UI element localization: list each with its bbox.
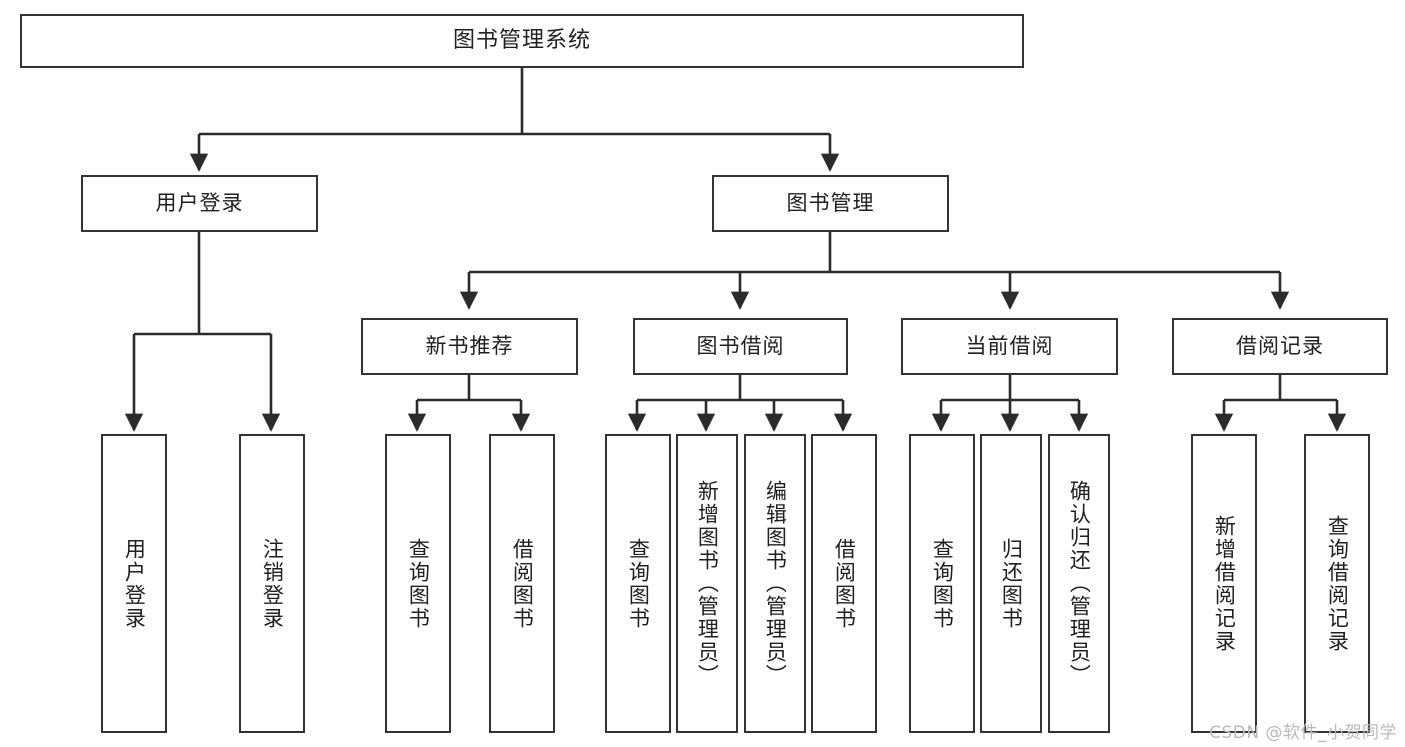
node-label: 查询图书 xyxy=(626,537,651,630)
node-book-management[interactable]: 图书管理 xyxy=(712,175,949,232)
node-label: 新书推荐 xyxy=(425,333,514,358)
node-label: 新增图书（管理员） xyxy=(695,480,720,687)
node-label: 用户登录 xyxy=(122,537,147,630)
node-book-borrow[interactable]: 图书借阅 xyxy=(633,318,848,375)
leaf-borrow-query-book[interactable]: 查询图书 xyxy=(605,434,671,733)
node-label: 当前借阅 xyxy=(965,333,1054,358)
node-label: 查询图书 xyxy=(930,537,955,630)
node-label: 注销登录 xyxy=(260,537,285,630)
node-root-book-management-system[interactable]: 图书管理系统 xyxy=(20,14,1024,68)
node-label: 编辑图书（管理员） xyxy=(763,480,788,687)
node-label: 查询借阅记录 xyxy=(1325,514,1350,653)
leaf-logout[interactable]: 注销登录 xyxy=(239,434,305,733)
leaf-record-query-borrow-record[interactable]: 查询借阅记录 xyxy=(1304,434,1370,733)
node-current-borrow[interactable]: 当前借阅 xyxy=(901,318,1118,375)
leaf-borrow-borrow-book[interactable]: 借阅图书 xyxy=(811,434,877,733)
node-label: 新增借阅记录 xyxy=(1212,514,1237,653)
node-label: 确认归还（管理员） xyxy=(1067,480,1092,687)
node-label: 归还图书 xyxy=(999,537,1024,630)
node-label: 查询图书 xyxy=(406,537,431,630)
node-label: 图书管理系统 xyxy=(452,27,591,53)
leaf-current-return-book[interactable]: 归还图书 xyxy=(980,434,1042,733)
node-label: 借阅图书 xyxy=(832,537,857,630)
leaf-record-add-borrow-record[interactable]: 新增借阅记录 xyxy=(1191,434,1257,733)
node-label: 图书借阅 xyxy=(696,333,785,358)
node-label: 图书管理 xyxy=(786,190,875,215)
node-new-book-recommend[interactable]: 新书推荐 xyxy=(361,318,578,375)
leaf-current-confirm-return-admin[interactable]: 确认归还（管理员） xyxy=(1048,434,1110,733)
node-label: 借阅图书 xyxy=(510,537,535,630)
node-label: 借阅记录 xyxy=(1236,333,1324,358)
leaf-recommend-query-book[interactable]: 查询图书 xyxy=(385,434,451,733)
node-label: 用户登录 xyxy=(155,190,244,215)
leaf-user-login[interactable]: 用户登录 xyxy=(101,434,167,733)
leaf-borrow-add-book-admin[interactable]: 新增图书（管理员） xyxy=(676,434,738,733)
leaf-borrow-edit-book-admin[interactable]: 编辑图书（管理员） xyxy=(744,434,806,733)
node-borrow-record[interactable]: 借阅记录 xyxy=(1172,318,1388,375)
csdn-watermark: CSDN @软件_小贺同学 xyxy=(1209,723,1397,743)
node-user-login[interactable]: 用户登录 xyxy=(81,175,318,232)
leaf-recommend-borrow-book[interactable]: 借阅图书 xyxy=(489,434,555,733)
leaf-current-query-book[interactable]: 查询图书 xyxy=(909,434,975,733)
